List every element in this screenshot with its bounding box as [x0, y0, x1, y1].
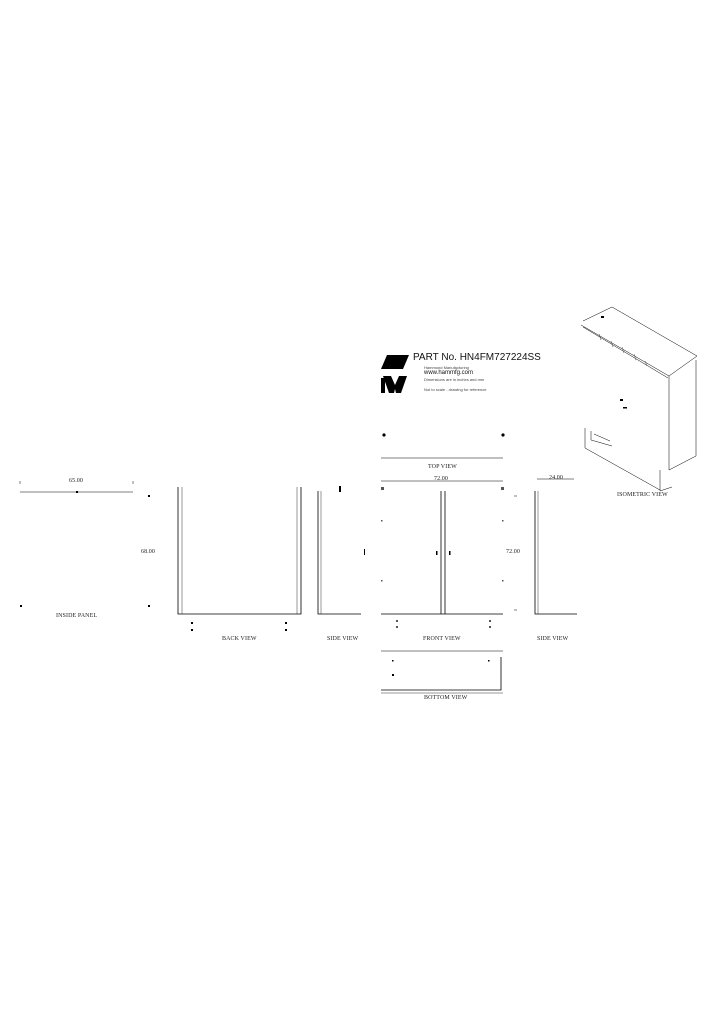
iso-side-panel-line [590, 439, 613, 447]
iso-front-bottom-edge [584, 447, 661, 491]
title-block-line-company: Hammond Manufacturing [424, 365, 469, 370]
front-view-corner-mark [502, 580, 504, 582]
iso-handle-mark [620, 399, 623, 401]
iso-side-panel-line [593, 433, 611, 442]
side-depth-dimension: 24.00 [549, 475, 563, 481]
iso-handle-mark [623, 407, 627, 409]
panel-corner-mark [148, 495, 150, 497]
iso-base-front-edge [659, 486, 673, 492]
right-side-view-label: SIDE VIEW [537, 636, 569, 642]
isometric-view [580, 306, 698, 492]
left-side-hinge-mark [364, 549, 365, 555]
front-view [381, 487, 517, 628]
title-block-line-note: Not to scale - drawing for reference [424, 387, 487, 392]
bottom-view [381, 650, 503, 694]
back-foot-mark [285, 629, 287, 631]
part-number: HN4FM727224SS [459, 352, 541, 363]
iso-top-front-edge [582, 326, 669, 379]
bottom-view-mark [392, 674, 394, 676]
top-view-handle-mark [382, 433, 386, 437]
back-foot-mark [191, 629, 193, 631]
front-width-dimension: 72.00 [434, 476, 448, 482]
panel-width-dimension: 65.00 [69, 478, 83, 484]
front-view-corner-mark [381, 520, 383, 522]
title-block-website-link[interactable]: www.hammfg.com [424, 370, 474, 376]
panel-corner-mark [20, 605, 22, 607]
iso-roof-hatch [598, 333, 602, 341]
back-view [177, 487, 302, 631]
top-view-handle-mark [501, 433, 505, 437]
iso-roof-right-edge [668, 355, 698, 377]
front-view-foot-mark [396, 620, 398, 622]
front-view-label: FRONT VIEW [423, 636, 461, 642]
front-view-corner-mark [501, 487, 504, 490]
iso-roof-mark [601, 316, 604, 318]
title-block-line-units: Dimensions are in inches and mm [424, 377, 485, 382]
logo-lower-stroke [381, 378, 385, 393]
front-view-handle [436, 551, 438, 555]
front-view-corner-mark [502, 520, 504, 522]
bottom-view-outline [381, 657, 502, 691]
iso-roof-ridge [611, 306, 698, 357]
back-view-label: BACK VIEW [222, 636, 257, 642]
bottom-view-mark [488, 660, 490, 662]
inside-panel-view [19, 481, 150, 607]
part-number-title: PART No. HN4FM727224SS [413, 352, 541, 363]
iso-right-bottom-edge [668, 455, 697, 471]
bottom-view-mark [392, 660, 394, 662]
logo-top-mark [381, 355, 409, 369]
iso-roof-left-edge [580, 324, 670, 377]
logo-upper-chevron [383, 376, 407, 393]
left-side-view [317, 486, 365, 615]
front-view-foot-mark [489, 626, 491, 628]
right-side-view [534, 478, 577, 615]
panel-height-dimension: 68.00 [141, 549, 155, 555]
iso-roof-hatch [633, 353, 637, 361]
iso-roof-back-edge [582, 306, 613, 322]
front-view-foot-mark [396, 626, 398, 628]
front-view-corner-mark [381, 487, 384, 490]
left-side-outline [317, 491, 361, 615]
front-view-corner-mark [381, 580, 383, 582]
panel-mid-mark [76, 491, 78, 493]
front-view-handle [449, 551, 451, 555]
iso-roof-hatch [621, 346, 625, 354]
back-view-outline [177, 487, 302, 615]
hammond-logo [381, 355, 409, 393]
top-view [381, 433, 505, 482]
iso-roof-hatch [610, 340, 614, 348]
inside-panel-label: INSIDE PANEL [56, 613, 98, 619]
back-foot-mark [191, 622, 193, 624]
right-side-outline [534, 491, 577, 615]
back-foot-mark [285, 622, 287, 624]
left-side-view-label: SIDE VIEW [327, 636, 359, 642]
front-height-dimension: 72.00 [506, 549, 520, 555]
top-view-label: TOP VIEW [428, 464, 457, 470]
isometric-view-label: ISOMETRIC VIEW [617, 492, 668, 498]
iso-roof-hatch [644, 360, 648, 367]
front-view-foot-mark [489, 620, 491, 622]
panel-corner-mark [148, 605, 150, 607]
bottom-view-label: BOTTOM VIEW [424, 695, 468, 701]
part-label: PART No. [413, 352, 457, 363]
left-side-hinge-mark [339, 486, 341, 492]
